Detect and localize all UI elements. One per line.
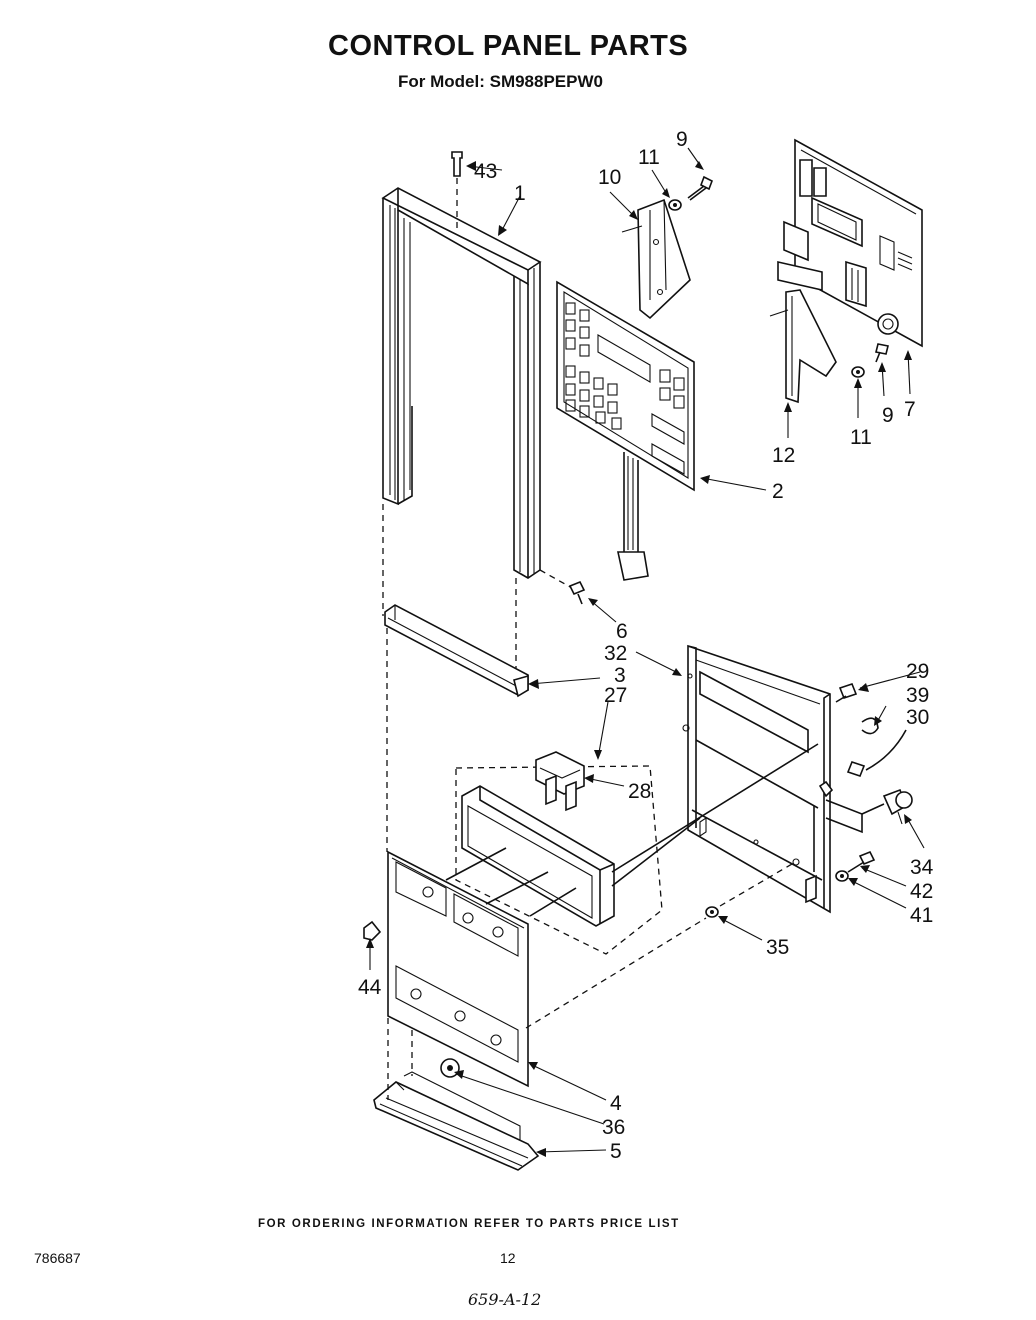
part-27-switch-assembly: [455, 743, 819, 955]
callout-11-bottom: 11: [850, 426, 872, 449]
callout-1: 1: [514, 182, 526, 205]
callout-2: 2: [772, 480, 784, 503]
callout-12: 12: [772, 444, 795, 467]
part-35-washer: [705, 906, 719, 918]
part-11-washer-bottom: [851, 366, 865, 378]
model-subtitle: For Model: SM988PEPW0: [398, 72, 603, 91]
callout-5: 5: [610, 1140, 622, 1163]
page-number: 12: [500, 1250, 516, 1266]
part-4-escutcheon-panel: [387, 847, 577, 1088]
part-34-lamp-socket: [861, 788, 913, 825]
handwritten-code: 659-A-12: [468, 1290, 542, 1309]
part-12-bracket: [769, 289, 837, 404]
callout-44: 44: [358, 976, 382, 999]
callout-30: 30: [906, 706, 929, 729]
part-43-screw: [451, 151, 463, 232]
part-30-sensor-wire: [846, 729, 907, 777]
callout-3: 3: [614, 664, 626, 687]
part-11-washer-top: [668, 199, 682, 211]
part-5-bottom-trim: [373, 1071, 540, 1171]
part-9-screw-top: [687, 175, 714, 201]
callout-41: 41: [910, 904, 933, 927]
part-1-frame: [381, 187, 542, 579]
callout-42: 42: [910, 880, 933, 903]
part-42-screw: [847, 850, 876, 873]
part-44-clip: [363, 920, 382, 941]
callout-39: 39: [906, 684, 929, 707]
part-39-clip: [861, 717, 879, 735]
callout-29: 29: [906, 660, 929, 683]
part-10-bracket: [621, 198, 691, 320]
callout-9-top: 9: [676, 128, 688, 151]
part-29-fitting: [835, 683, 858, 703]
callout-4: 4: [610, 1092, 622, 1115]
callout-36: 36: [602, 1116, 625, 1139]
part-9-screw-bottom: [875, 343, 889, 363]
leader-lines: [369, 147, 925, 1153]
part-2-membrane-keypad: [556, 280, 695, 581]
document-number: 786687: [34, 1250, 81, 1266]
callout-11-top: 11: [638, 146, 660, 169]
callout-35: 35: [766, 936, 789, 959]
part-28-switch: [535, 751, 585, 812]
part-41-washer: [835, 870, 849, 882]
callout-32: 32: [604, 642, 627, 665]
callout-9-bottom: 9: [882, 404, 894, 427]
callout-7: 7: [904, 398, 916, 421]
leader-arrowheads: [366, 161, 912, 1157]
part-36-knob: [440, 1058, 460, 1078]
part-32-mounting-plate: [682, 644, 863, 914]
callout-6: 6: [616, 620, 628, 643]
ordering-info-note: FOR ORDERING INFORMATION REFER TO PARTS …: [258, 1218, 680, 1230]
callout-43: 43: [474, 160, 497, 183]
part-7-control-board: [777, 138, 923, 348]
part-3-top-trim: [384, 604, 529, 698]
page-title: CONTROL PANEL PARTS: [328, 30, 689, 62]
callout-34: 34: [910, 856, 934, 879]
callout-10: 10: [598, 166, 621, 189]
callout-27: 27: [604, 684, 627, 707]
callout-28: 28: [628, 780, 651, 803]
part-6-screw: [568, 580, 586, 605]
